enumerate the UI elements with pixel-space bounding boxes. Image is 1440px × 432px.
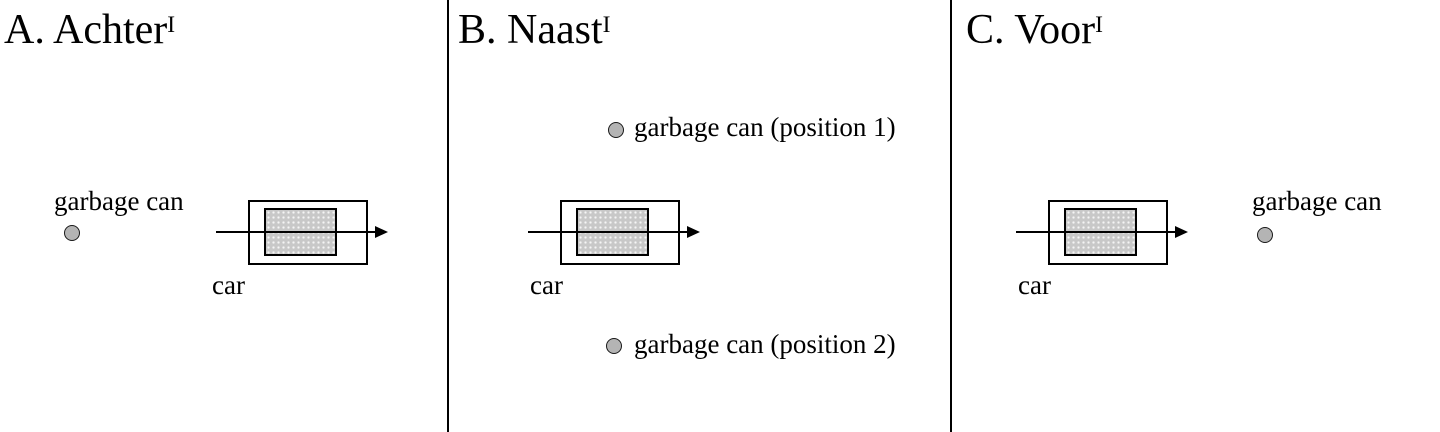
motion-arrowhead-icon <box>687 226 700 238</box>
car-label: car <box>530 270 563 300</box>
panel-b-title-text: B. Naast <box>458 7 603 53</box>
panel-b-title: B. NaastI <box>458 7 611 53</box>
panel-a-title: A. AchterI <box>4 7 175 53</box>
motion-arrow <box>1016 231 1175 233</box>
garbage-can-position-1-marker <box>608 122 624 138</box>
car-label: car <box>212 270 245 300</box>
panel-c-title-text: C. Voor <box>966 7 1096 53</box>
panel-c-title: C. VoorI <box>966 7 1103 53</box>
motion-arrowhead-icon <box>1175 226 1188 238</box>
garbage-can-position-2-label: garbage can (position 2) <box>634 329 896 359</box>
panel-a-title-text: A. Achter <box>4 7 168 53</box>
panel-c-title-superscript: I <box>1095 12 1104 39</box>
garbage-can-label: garbage can <box>54 186 184 216</box>
motion-arrow <box>528 231 687 233</box>
garbage-can-position-2-marker <box>606 338 622 354</box>
garbage-can-position-1-label: garbage can (position 1) <box>634 112 896 142</box>
garbage-can-label: garbage can <box>1252 186 1382 216</box>
panel-a-title-superscript: I <box>167 12 176 39</box>
motion-arrow <box>216 231 375 233</box>
garbage-can-marker <box>1257 227 1273 243</box>
panel-divider-right <box>950 0 952 432</box>
panel-divider-left <box>447 0 449 432</box>
car-label: car <box>1018 270 1051 300</box>
motion-arrowhead-icon <box>375 226 388 238</box>
garbage-can-marker <box>64 225 80 241</box>
panel-b-title-superscript: I <box>602 12 611 39</box>
